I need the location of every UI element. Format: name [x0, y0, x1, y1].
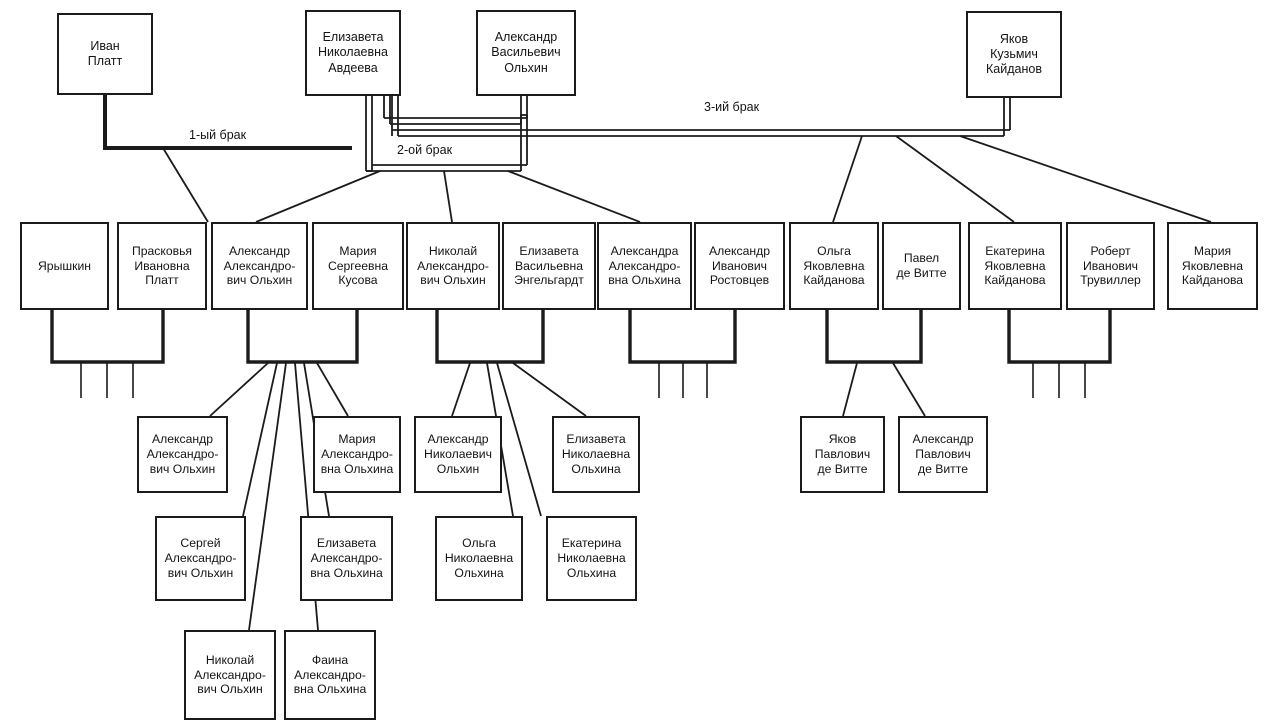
marriage-3-connector [391, 96, 1011, 137]
person-box-g3-nikolay-a-olkhin[interactable]: Николай Александро- вич Ольхин [184, 630, 276, 720]
person-box-aleksandr-rostovtsev[interactable]: Александр Иванович Ростовцев [694, 222, 785, 310]
person-name: Николай Александро- вич Ольхин [417, 243, 489, 288]
person-name: Александр Николаевич Ольхин [424, 432, 492, 476]
marriage-label-1: 1-ый брак [185, 128, 251, 142]
couple-bracket-aleksandra-rostovtsev [628, 310, 737, 364]
couple-bracket-ekaterina-robert [1007, 310, 1112, 364]
person-name: Мария Яковлевна Кайданова [1181, 243, 1244, 288]
person-box-g3-elizaveta-n-olkhina[interactable]: Елизавета Николаевна Ольхина [552, 416, 640, 493]
person-name: Ольга Яковлевна Кайданова [803, 243, 865, 288]
person-box-robert-truviller[interactable]: Роберт Иванович Трувиллер [1066, 222, 1155, 310]
person-name: Сергей Александро- вич Ольхин [164, 536, 237, 580]
person-box-ivan-platt[interactable]: Иван Платт [57, 13, 153, 95]
person-box-g3-ekaterina-n-olkhina[interactable]: Екатерина Николаевна Ольхина [546, 516, 637, 601]
person-name: Александр Иванович Ростовцев [709, 243, 770, 288]
person-name: Александр Васильевич Ольхин [491, 30, 561, 75]
marriage-2-connector [365, 96, 528, 172]
unnamed-children-stubs-3 [1032, 362, 1086, 398]
person-box-aleksandra-olkhina[interactable]: Александра Александро- вна Ольхина [597, 222, 692, 310]
marriage-1-child-line [162, 147, 209, 223]
person-box-g3-mariya-a-olkhina[interactable]: Мария Александро- вна Ольхина [313, 416, 401, 493]
unnamed-children-stubs-1 [80, 362, 134, 398]
couple-bracket-nikolay-elizaveta [435, 310, 545, 364]
person-name: Николай Александро- вич Ольхин [194, 652, 266, 697]
person-box-g3-elizaveta-a-olkhina[interactable]: Елизавета Александро- вна Ольхина [300, 516, 393, 601]
person-name: Мария Александро- вна Ольхина [320, 432, 394, 476]
person-name: Прасковья Ивановна Платт [131, 243, 193, 288]
person-name: Роберт Иванович Трувиллер [1080, 243, 1141, 288]
person-box-mariya-kaydanova[interactable]: Мария Яковлевна Кайданова [1167, 222, 1258, 310]
g3-child-lines-olga-pavel [842, 362, 926, 417]
person-name: Екатерина Николаевна Ольхина [557, 536, 626, 580]
person-box-praskovya-platt[interactable]: Прасковья Ивановна Платт [117, 222, 207, 310]
person-name: Александр Павлович де Витте [912, 432, 974, 476]
person-name: Иван Платт [87, 38, 123, 68]
person-box-olga-kaydanova[interactable]: Ольга Яковлевна Кайданова [789, 222, 879, 310]
person-box-elizaveta-engelgardt[interactable]: Елизавета Васильевна Энгельгардт [502, 222, 596, 310]
marriage-label-3: 3-ий брак [700, 100, 764, 114]
person-name: Екатерина Яковлевна Кайданова [984, 243, 1046, 288]
person-box-yakov-kaydanov[interactable]: Яков Кузьмич Кайданов [966, 11, 1062, 98]
marriage-1-connector [103, 95, 352, 150]
person-box-ekaterina-kaydanova[interactable]: Екатерина Яковлевна Кайданова [968, 222, 1062, 310]
person-name: Александра Александро- вна Ольхина [608, 243, 681, 288]
marriage-label-2: 2-ой брак [393, 143, 457, 157]
person-box-g3-olga-n-olkhina[interactable]: Ольга Николаевна Ольхина [435, 516, 523, 601]
person-box-g3-aleksandr-de-vitte[interactable]: Александр Павлович де Витте [898, 416, 988, 493]
person-name: Елизавета Александро- вна Ольхина [310, 536, 383, 580]
person-name: Александр Александро- вич Ольхин [146, 432, 219, 476]
person-box-elizaveta-avdeeva[interactable]: Елизавета Николаевна Авдеева [305, 10, 401, 96]
person-name: Павел де Витте [896, 251, 947, 280]
person-box-aleksandr-olkhin[interactable]: Александр Васильевич Ольхин [476, 10, 576, 96]
person-name: Елизавета Николаевна Ольхина [561, 432, 631, 476]
person-name: Елизавета Васильевна Энгельгардт [514, 243, 584, 288]
person-name: Яков Павлович де Витте [814, 432, 871, 476]
marriage-2-child-lines [255, 170, 641, 223]
couple-bracket-yaryshkin-praskovya [50, 310, 165, 364]
person-name: Фаина Александро- вна Ольхина [293, 652, 367, 697]
person-box-yaryshkin[interactable]: Ярышкин [20, 222, 109, 310]
person-box-g3-aleksandr-a-olkhin[interactable]: Александр Александро- вич Ольхин [137, 416, 228, 493]
person-name: Ярышкин [38, 258, 91, 273]
person-name: Ольга Николаевна Ольхина [444, 536, 514, 580]
person-name: Александр Александро- вич Ольхин [223, 243, 296, 288]
couple-bracket-olkhin-kusova [246, 310, 359, 364]
person-name: Мария Сергеевна Кусова [327, 243, 389, 288]
person-box-aleksandr-a-olkhin[interactable]: Александр Александро- вич Ольхин [211, 222, 308, 310]
person-name: Яков Кузьмич Кайданов [986, 31, 1042, 77]
person-box-pavel-de-vitte[interactable]: Павел де Витте [882, 222, 961, 310]
couple-bracket-olga-pavel [825, 310, 923, 364]
person-name: Елизавета Николаевна Авдеева [318, 30, 388, 75]
person-box-g3-aleksandr-n-olkhin[interactable]: Александр Николаевич Ольхин [414, 416, 502, 493]
marriage-3-child-lines [832, 135, 1212, 223]
unnamed-children-stubs-2 [658, 362, 708, 398]
person-box-g3-sergey-a-olkhin[interactable]: Сергей Александро- вич Ольхин [155, 516, 246, 601]
person-box-g3-yakov-de-vitte[interactable]: Яков Павлович де Витте [800, 416, 885, 493]
person-box-g3-faina-a-olkhina[interactable]: Фаина Александро- вна Ольхина [284, 630, 376, 720]
person-box-mariya-kusova[interactable]: Мария Сергеевна Кусова [312, 222, 404, 310]
person-box-nikolay-a-olkhin[interactable]: Николай Александро- вич Ольхин [406, 222, 500, 310]
